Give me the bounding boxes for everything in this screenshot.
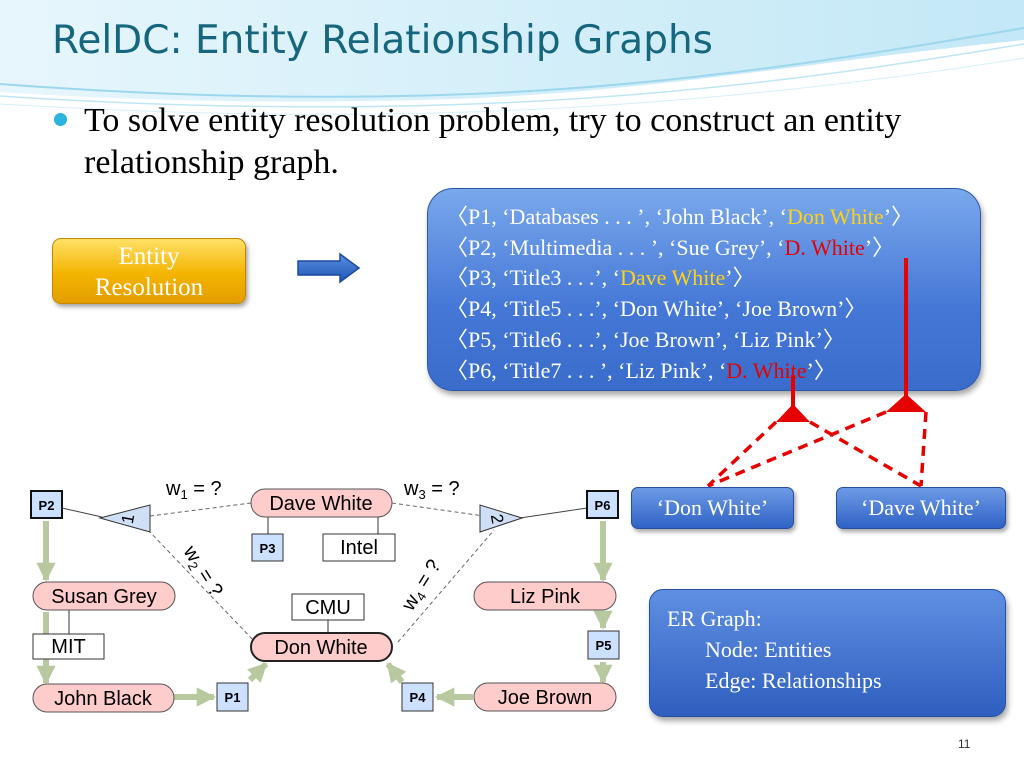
person-don-white-label: Don White	[274, 637, 367, 659]
choice-node-2-label: 2	[487, 513, 507, 526]
paper-tuples-box: 〈P1, ‘Databases . . . ’, ‘John Black’, ‘…	[427, 188, 981, 391]
tuple-row: 〈P5, ‘Title6 . . .’, ‘Joe Brown’, ‘Liz P…	[446, 326, 845, 352]
tuple-highlight: Dave White	[619, 265, 726, 291]
person-john-black: John Black	[32, 683, 175, 713]
org-mit-label: MIT	[51, 636, 85, 658]
person-dave-white-label: Dave White	[269, 493, 372, 515]
person-don-white: Don White	[250, 632, 393, 662]
person-susan-grey: Susan Grey	[32, 581, 176, 611]
weight-w1-label: w1 = ?	[165, 478, 222, 502]
entity-resolution-box: Entity Resolution	[52, 238, 246, 304]
entity-resolution-line1: Entity	[118, 243, 180, 270]
person-dave-white: Dave White	[250, 488, 393, 518]
org-intel-label: Intel	[340, 537, 378, 559]
page-number: 11	[958, 737, 971, 751]
right-arrow-icon	[297, 252, 361, 284]
choice-node-1-label: 1	[118, 513, 138, 526]
paper-p4-label: P4	[410, 690, 427, 705]
paper-p2: P2	[30, 490, 63, 519]
paper-p1-label: P1	[225, 690, 241, 705]
tuple-row: 〈P2, ‘Multimedia . . . ’, ‘Sue Grey’, ‘D…	[446, 234, 895, 260]
org-mit: MIT	[32, 633, 105, 660]
candidate-don-white: ‘Don White’	[631, 487, 794, 529]
er-graph-title: ER Graph:	[667, 606, 762, 631]
tuple-highlight: D. White	[784, 234, 865, 260]
bullet-text: To solve entity resolution problem, try …	[84, 102, 902, 181]
paper-p5-label: P5	[596, 638, 612, 653]
org-cmu: CMU	[291, 593, 365, 621]
bullet-marker	[54, 113, 67, 126]
entity-resolution-line2: Resolution	[94, 274, 204, 301]
paper-p4: P4	[401, 682, 434, 712]
edge-w4	[397, 529, 495, 643]
slide-title: RelDC: Entity Relationship Graphs	[52, 18, 713, 63]
person-joe-brown-label: Joe Brown	[498, 687, 593, 709]
choice-node-2: 2	[479, 504, 524, 533]
edge-w1	[149, 502, 252, 517]
paper-p3: P3	[251, 533, 284, 562]
org-intel: Intel	[322, 533, 396, 562]
org-cmu-label: CMU	[305, 597, 351, 619]
paper-p3-label: P3	[260, 541, 276, 556]
edge-w2	[147, 529, 256, 643]
paper-p6: P6	[586, 490, 619, 519]
weight-w4-label: w4 = ?	[397, 556, 447, 617]
person-john-black-label: John Black	[54, 688, 153, 710]
tuple-row: 〈P1, ‘Databases . . . ’, ‘John Black’, ‘…	[446, 204, 914, 229]
paper-p6-label: P6	[595, 498, 611, 513]
tuple-row: 〈P4, ‘Title5 . . .’, ‘Don White’, ‘Joe B…	[446, 296, 867, 322]
er-graph-edge-line: Edge: Relationships	[705, 668, 882, 693]
person-joe-brown: Joe Brown	[473, 682, 617, 712]
weight-w3-label: w3 = ?	[403, 478, 460, 502]
weight-w2-label: w2 = ?	[177, 541, 227, 602]
tuple-row: 〈P3, ‘Title3 . . .’, ‘Dave White’〉	[446, 265, 755, 291]
person-susan-grey-label: Susan Grey	[51, 586, 157, 608]
candidate-dave-white: ‘Dave White’	[836, 487, 1006, 529]
person-liz-pink-label: Liz Pink	[510, 586, 581, 608]
paper-p5: P5	[587, 630, 620, 660]
person-liz-pink: Liz Pink	[473, 581, 617, 611]
edge-p1-donwhite	[246, 661, 269, 684]
er-graph-legend-box: ER Graph: Node: Entities Edge: Relations…	[649, 589, 1006, 717]
edge-w3	[391, 502, 485, 517]
er-graph-node-line: Node: Entities	[705, 637, 832, 662]
edge-p4-donwhite	[385, 662, 407, 684]
paper-p1: P1	[216, 682, 249, 712]
choice-node-1: 1	[98, 504, 151, 533]
tuple-highlight: Don White	[786, 204, 884, 229]
paper-p2-label: P2	[39, 498, 55, 513]
header-wave-decoration	[0, 0, 1024, 115]
